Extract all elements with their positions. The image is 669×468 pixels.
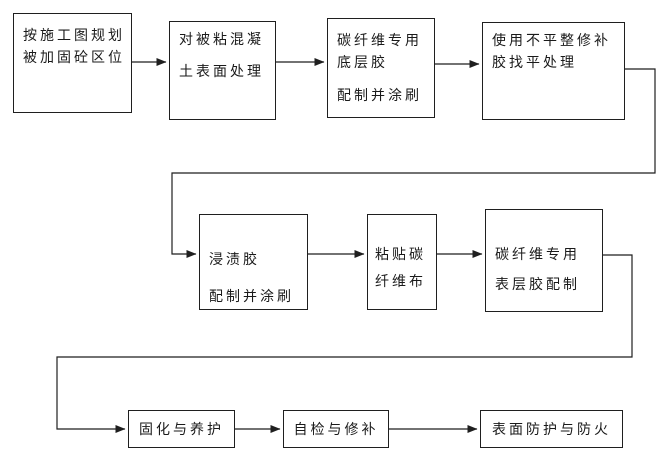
flow-step-paste-cfrp: 粘贴碳 纤维布: [367, 214, 437, 310]
flow-step-label: 按施工图规划: [23, 27, 125, 43]
flow-step-primer: 碳纤维专用 底层胶 配制并涂刷: [327, 18, 435, 118]
flow-step-surface-prep: 对被粘混凝 土表面处理: [169, 21, 276, 120]
flow-step-label: 配制并涂刷: [209, 288, 294, 304]
flow-step-label: 表面防护与防火: [492, 421, 611, 437]
flow-step-label: 配制并涂刷: [337, 87, 422, 103]
flow-step-label: 对被粘混凝: [179, 31, 264, 47]
flow-step-label: 浸渍胶: [209, 251, 260, 267]
flow-step-label: 自检与修补: [293, 421, 379, 437]
flow-step-curing: 固化与养护: [128, 410, 235, 448]
flow-step-inspection: 自检与修补: [283, 410, 389, 448]
flow-step-label: 碳纤维专用: [337, 32, 422, 48]
flow-step-label: 被加固砼区位: [23, 49, 125, 65]
flow-step-impregnation: 浸渍胶 配制并涂刷: [199, 214, 308, 310]
flow-step-label: 使用不平整修补: [492, 32, 611, 48]
flow-step-label: 表层胶配制: [495, 276, 580, 292]
flow-step-protection: 表面防护与防火: [480, 410, 623, 448]
flow-step-label: 胶找平处理: [492, 54, 577, 70]
flow-step-label: 固化与养护: [139, 421, 224, 437]
flow-step-leveling: 使用不平整修补 胶找平处理: [482, 22, 625, 120]
flow-step-label: 土表面处理: [179, 63, 264, 79]
flow-step-label: 碳纤维专用: [495, 246, 580, 262]
flow-step-label: 纤维布: [375, 273, 426, 289]
flow-step-label: 粘贴碳: [375, 246, 426, 262]
flow-step-topcoat: 碳纤维专用 表层胶配制: [485, 209, 603, 312]
flow-step-label: 底层胶: [337, 54, 388, 70]
flow-step-plan: 按施工图规划 被加固砼区位: [13, 13, 132, 113]
